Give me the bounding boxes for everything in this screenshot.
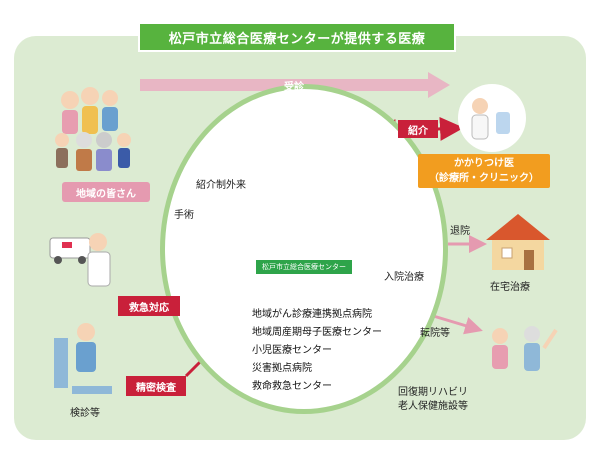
elderly-facility-label: 老人保健施設等 xyxy=(398,401,468,412)
community-people-illustration xyxy=(55,87,131,171)
emergency-label: 救急対応 xyxy=(118,296,180,316)
ambulance-illustration xyxy=(49,233,111,287)
list-item: 地域周産期母子医療センター xyxy=(252,327,382,338)
family-doctor-sub-label: （診療所・クリニック） xyxy=(429,173,539,184)
precision-exam-label: 精密検査 xyxy=(126,376,186,396)
rehab-label-group: 回復期リハビリ 老人保健施設等 xyxy=(398,386,468,414)
community-label: 地域の皆さん xyxy=(62,182,150,202)
center-roles-list: 地域がん診療連携拠点病院 地域周産期母子医療センター 小児医療センター 災害拠点… xyxy=(252,306,382,396)
center-name-label: 松戸市立総合医療センター xyxy=(256,260,352,274)
rehab-label: 回復期リハビリ xyxy=(398,387,468,398)
family-doctor-label: かかりつけ医 xyxy=(453,158,515,169)
inpatient-label: 入院治療 xyxy=(384,272,424,283)
transfer-label: 転院等 xyxy=(420,328,450,339)
checkup-label: 検診等 xyxy=(70,408,100,419)
list-item: 地域がん診療連携拠点病院 xyxy=(252,309,372,320)
family-doctor-box: かかりつけ医 （診療所・クリニック） xyxy=(418,154,550,188)
rehab-illustration xyxy=(492,326,558,371)
center-circle xyxy=(160,84,448,414)
checkup-illustration xyxy=(54,323,112,394)
surgery-label: 手術 xyxy=(174,210,194,221)
home-care-label: 在宅治療 xyxy=(490,282,530,293)
house-illustration xyxy=(486,214,550,270)
list-item: 救命救急センター xyxy=(252,381,332,392)
list-item: 小児医療センター xyxy=(252,345,332,356)
diagram-title: 松戸市立総合医療センターが提供する医療 xyxy=(138,22,456,52)
family-doctor-illustration xyxy=(458,84,526,152)
consult-label: 受診 xyxy=(284,82,304,93)
referral-outpatient-label: 紹介制外来 xyxy=(196,180,246,191)
discharge-label: 退院 xyxy=(450,226,470,237)
referral-label: 紹介 xyxy=(398,120,438,138)
list-item: 災害拠点病院 xyxy=(252,363,312,374)
